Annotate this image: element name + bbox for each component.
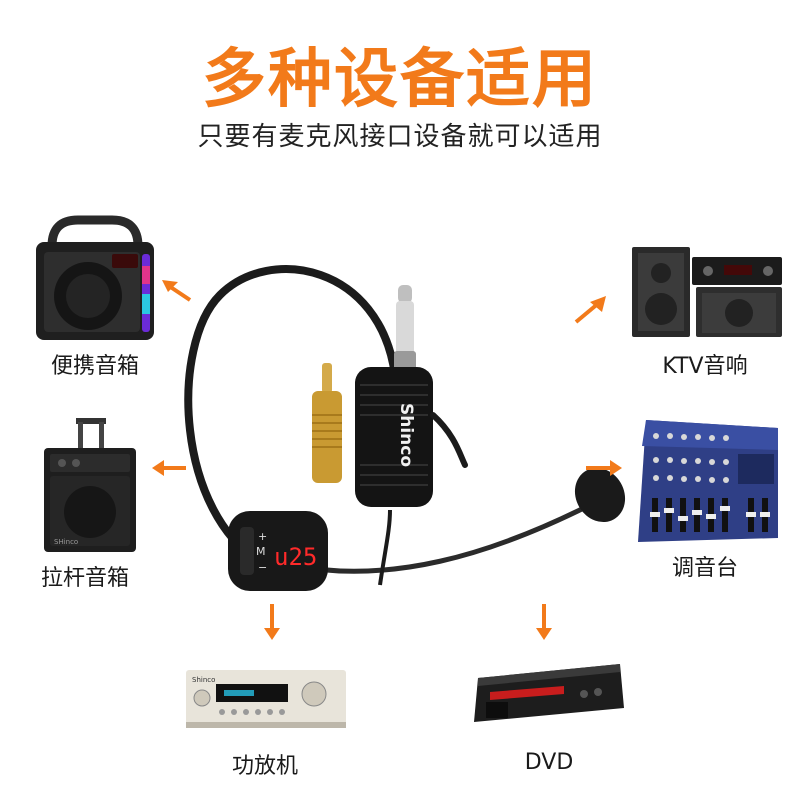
portable-speaker-label: 便携音箱 [50, 354, 139, 379]
amplifier-image: Shinco [186, 670, 346, 728]
receiver-brand-logo: Shinco [396, 403, 416, 467]
page-subtitle: 只要有麦克风接口设备就可以适用 [197, 122, 603, 152]
led-display-reading: u25 [274, 543, 317, 571]
dvd-label: DVD [524, 750, 574, 775]
amplifier-label: 功放机 [231, 754, 298, 779]
wireless-mic-product-image: + M − u25 Shinco [184, 265, 626, 591]
trolley-speaker-image: SHinco [44, 418, 136, 552]
arrow-to-trolley-speaker-icon [152, 460, 186, 476]
speaker-brand-logo: SHinco [54, 538, 78, 546]
amp-brand-logo: Shinco [192, 676, 215, 684]
ktv-audio-label: KTV音响 [662, 354, 748, 379]
arrow-to-mixer-icon [586, 460, 622, 476]
minus-button-label: − [258, 561, 267, 574]
portable-speaker-image [36, 215, 154, 340]
m-button-label: M [256, 545, 266, 558]
mixer-image [638, 420, 778, 542]
dvd-player-image [474, 664, 624, 722]
arrow-to-ktv-audio-icon [574, 296, 606, 324]
page-title: 多种设备适用 [202, 43, 598, 117]
mixer-label: 调音台 [671, 556, 738, 581]
arrow-to-dvd-icon [536, 604, 552, 640]
trolley-speaker-label: 拉杆音箱 [40, 566, 129, 591]
ktv-audio-image [632, 247, 782, 337]
arrow-to-amplifier-icon [264, 604, 280, 640]
plus-button-label: + [258, 530, 267, 543]
arrow-to-portable-speaker-icon [162, 280, 192, 302]
